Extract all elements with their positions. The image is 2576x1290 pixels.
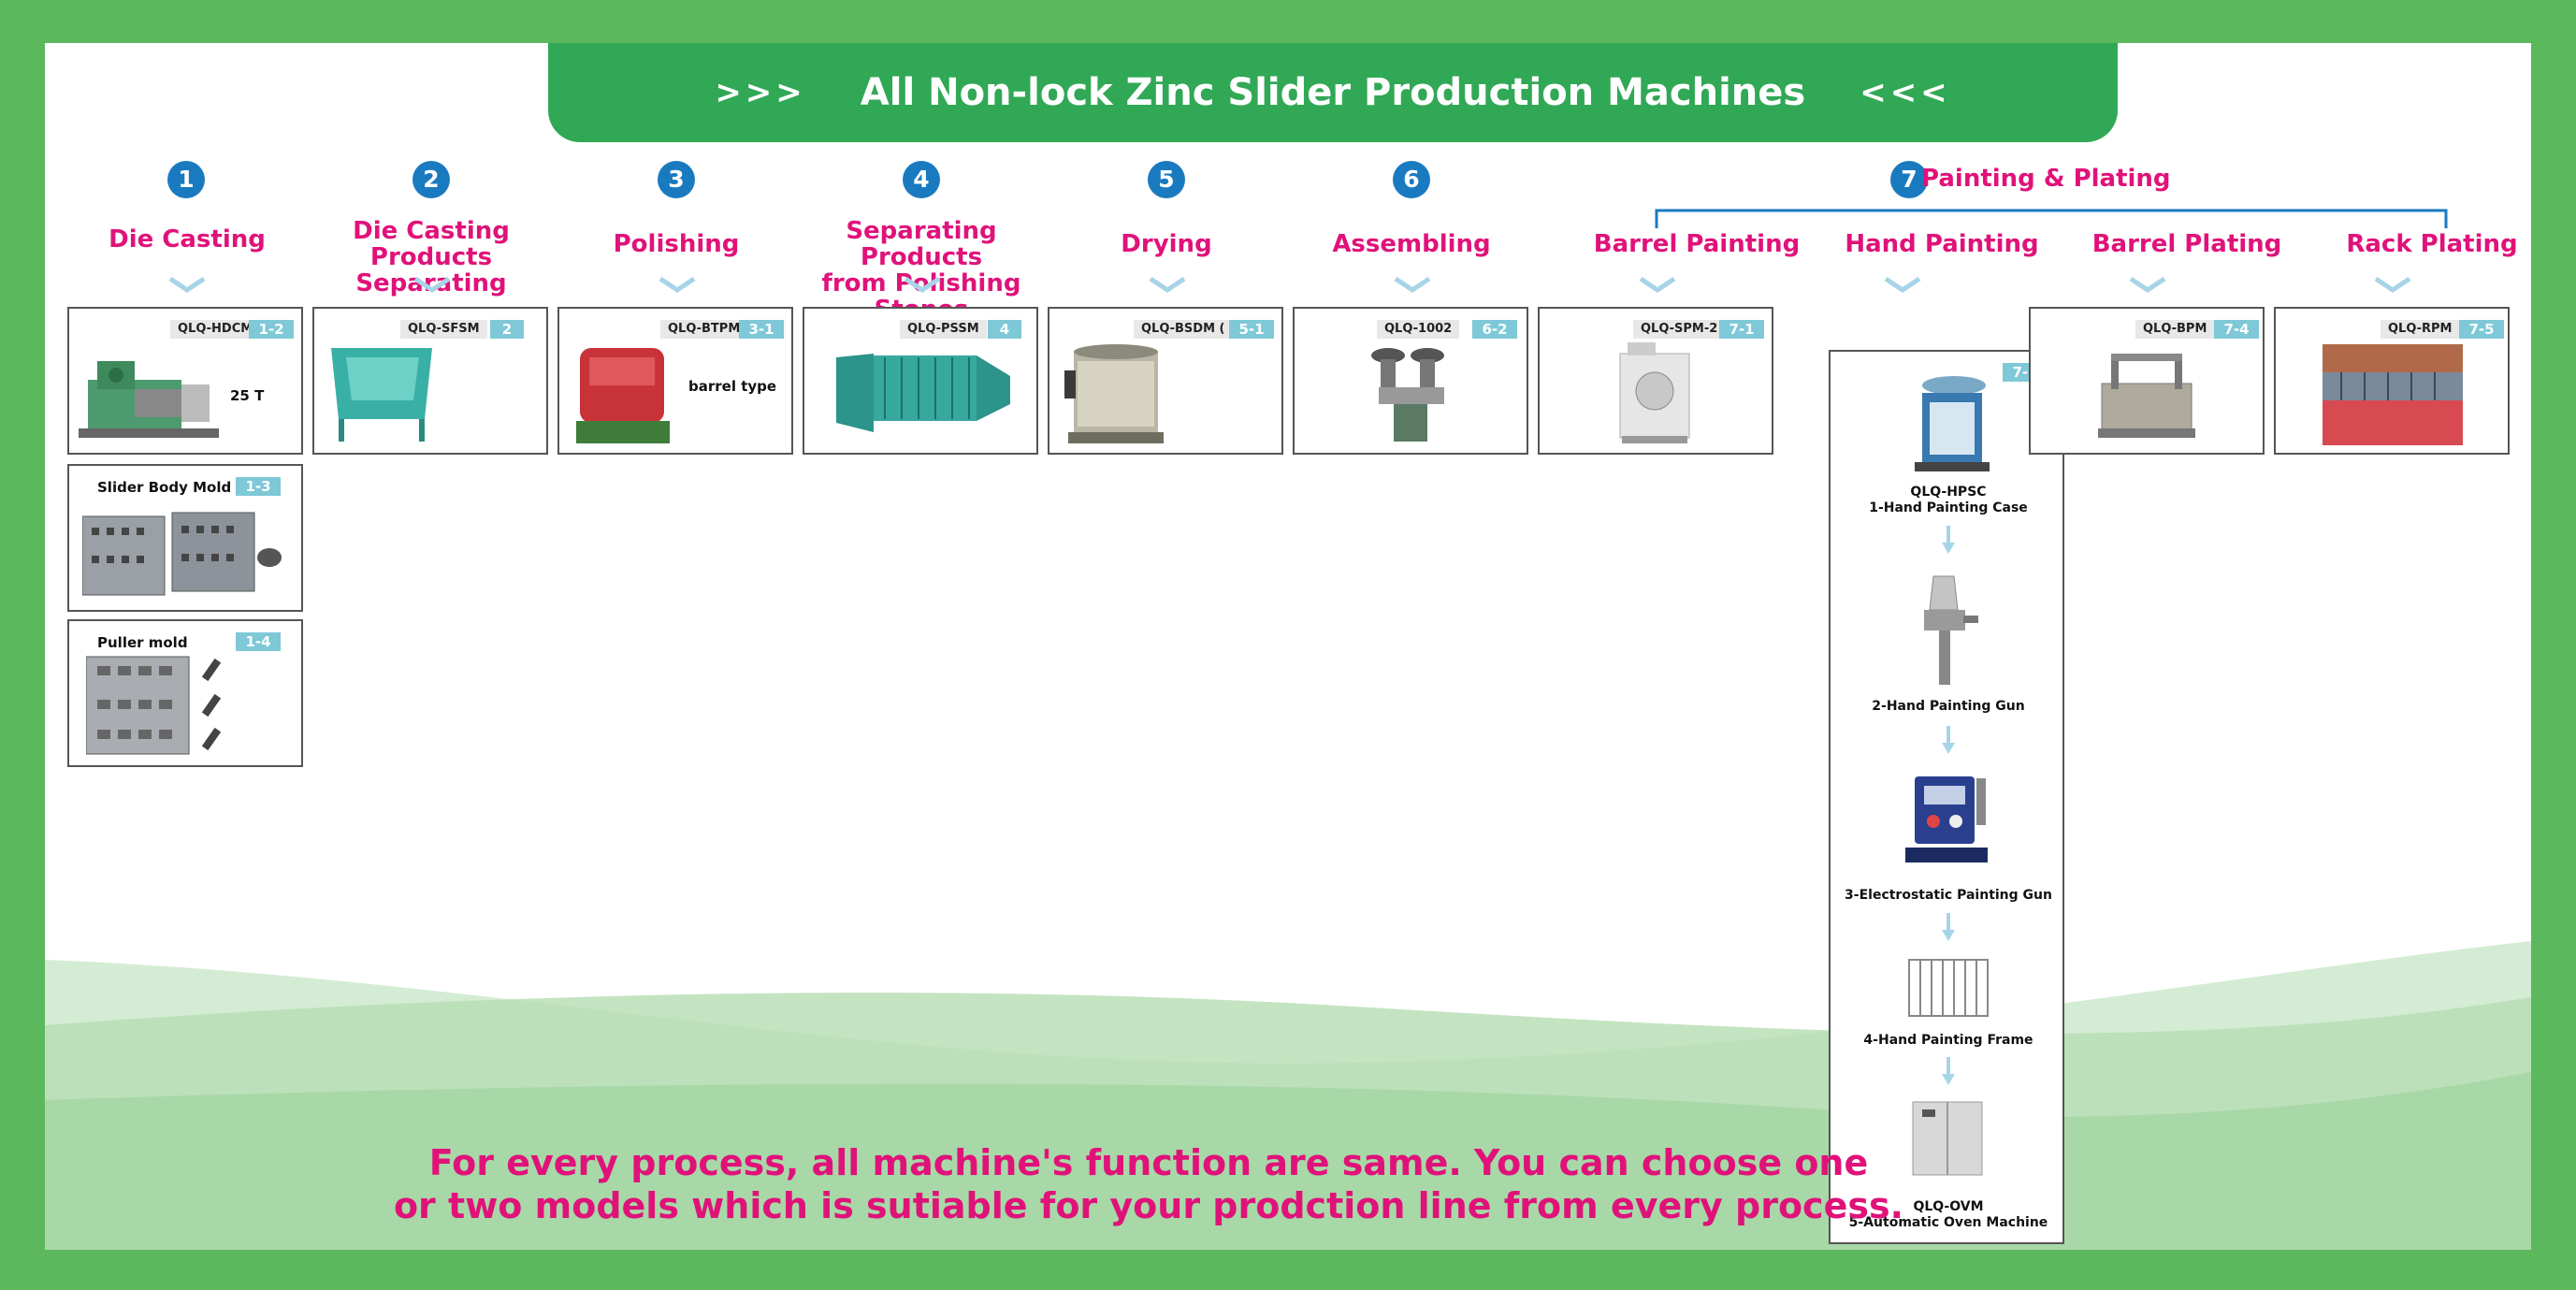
hand-item-5-model: QLQ-OVM <box>1913 1199 1984 1214</box>
step-title: Die Casting Products Separating <box>353 217 510 297</box>
step-number: 5 <box>1148 161 1185 198</box>
sub-step-barrel-plating: Barrel Plating <box>2091 230 2282 258</box>
left-chevrons: >>> <box>715 74 806 111</box>
header-bar: >>> All Non-lock Zinc Slider Production … <box>548 43 2118 142</box>
chevron-down-icon <box>1394 277 1431 294</box>
model-label: Puller mold <box>97 634 188 651</box>
painting-booth-image <box>1915 376 1990 471</box>
sub-step-hand-painting: Hand Painting <box>1845 230 2039 258</box>
code-badge: 7-5 <box>2459 320 2504 339</box>
barrel-painting-machine-image <box>1619 342 1690 443</box>
code-badge: 2 <box>490 320 524 339</box>
assembly-machine-image <box>1371 348 1444 442</box>
code-badge: 1-2 <box>249 320 294 339</box>
machine-card-die-casting[interactable]: QLQ-HDCM 1-2 25 T <box>67 307 303 455</box>
chevron-down-icon <box>1639 277 1676 294</box>
machine-card-barrel-plating[interactable]: QLQ-BPM 7-4 <box>2029 307 2265 455</box>
arrow-down-icon <box>1942 913 1955 941</box>
model-label: QLQ-PSSM <box>900 320 987 339</box>
machine-card-drying[interactable]: QLQ-BSDM ( A ) 5-1 <box>1048 307 1283 455</box>
tonnage-note: 25 T <box>230 387 265 404</box>
machine-card-assembling[interactable]: QLQ-1002 6-2 <box>1293 307 1528 455</box>
chevron-down-icon <box>904 277 941 294</box>
hand-item-1-model: QLQ-HPSC <box>1910 485 1987 500</box>
code-badge: 1-3 <box>236 477 281 496</box>
step-title: Painting & Plating <box>1921 165 2171 193</box>
model-label: Slider Body Mold <box>97 479 232 496</box>
model-label: QLQ-SPM-2 <box>1633 320 1726 339</box>
chevron-down-icon <box>1884 277 1921 294</box>
machine-card-puller-mold[interactable]: Puller mold 1-4 <box>67 619 303 767</box>
code-badge: 1-4 <box>236 632 281 651</box>
hand-item-4-label: 4-Hand Painting Frame <box>1863 1033 2033 1048</box>
model-label: QLQ-BTPM <box>660 320 748 339</box>
model-label: QLQ-BSDM ( A ) <box>1134 320 1256 339</box>
model-label: QLQ-SFSM <box>400 320 487 339</box>
electrostatic-gun-image <box>1905 776 1988 862</box>
chevron-down-icon <box>658 277 696 294</box>
hand-item-2-label: 2-Hand Painting Gun <box>1872 699 2025 714</box>
chevron-down-icon <box>2374 277 2411 294</box>
step-number: 3 <box>658 161 695 198</box>
hand-painting-card[interactable]: 7-3 QLQ-HPSC 1-Hand Painting Case 2-Hand… <box>1829 350 2064 1244</box>
model-label: QLQ-HDCM <box>170 320 261 339</box>
rack-plating-line-image <box>2323 344 2463 445</box>
sub-step-barrel-painting: Barrel Painting <box>1593 230 1801 258</box>
type-note: barrel type <box>688 378 777 395</box>
poster-frame: >>> All Non-lock Zinc Slider Production … <box>45 43 2531 1250</box>
painting-frame-image <box>1908 959 1989 1017</box>
code-badge: 7-1 <box>1719 320 1764 339</box>
model-label: QLQ-BPM <box>2135 320 2215 339</box>
step-number: 6 <box>1393 161 1430 198</box>
chevron-down-icon <box>413 277 451 294</box>
hand-item-1-label: 1-Hand Painting Case <box>1869 500 2028 515</box>
model-label: QLQ-RPM <box>2381 320 2460 339</box>
step-title: Die Casting <box>109 225 266 254</box>
step-title: Drying <box>1121 230 1212 258</box>
code-badge: 5-1 <box>1229 320 1274 339</box>
chevron-down-icon <box>1149 277 1186 294</box>
step-number: 2 <box>412 161 450 198</box>
code-badge: 4 <box>988 320 1021 339</box>
step-number: 7 <box>1890 161 1928 198</box>
machine-card-polishing[interactable]: QLQ-BTPM 3-1 barrel type <box>557 307 793 455</box>
step-number: 4 <box>903 161 940 198</box>
painting-gun-image <box>1924 575 1978 685</box>
arrow-down-icon <box>1942 526 1955 554</box>
step-title: Assembling <box>1332 230 1491 258</box>
code-badge: 6-2 <box>1472 320 1517 339</box>
page-title: All Non-lock Zinc Slider Production Mach… <box>860 71 1806 114</box>
step-7-bracket <box>1655 209 2448 228</box>
code-badge: 3-1 <box>739 320 784 339</box>
machine-card-separating[interactable]: QLQ-SFSM 2 <box>312 307 548 455</box>
sub-step-rack-plating: Rack Plating <box>2346 230 2518 258</box>
puller-mold-image <box>86 656 222 755</box>
slider-body-mold-image <box>82 512 282 596</box>
arrow-down-icon <box>1942 1057 1955 1085</box>
machine-card-barrel-painting[interactable]: QLQ-SPM-2 7-1 <box>1538 307 1773 455</box>
screen-separator-image <box>836 354 1010 432</box>
hand-item-3-label: 3-Electrostatic Painting Gun <box>1845 888 2052 903</box>
step-number: 1 <box>167 161 205 198</box>
oven-machine-image <box>1912 1101 1983 1176</box>
separating-machine-image <box>331 348 432 442</box>
chevron-down-icon <box>168 277 206 294</box>
barrel-plating-machine-image <box>2098 354 2195 438</box>
machine-card-rack-plating[interactable]: QLQ-RPM 7-5 <box>2274 307 2510 455</box>
step-title: Polishing <box>613 230 740 258</box>
chevron-down-icon <box>2129 277 2166 294</box>
hand-item-5-label: 5-Automatic Oven Machine <box>1848 1215 2048 1230</box>
dryer-machine-image <box>1064 344 1164 443</box>
die-casting-machine-image <box>79 361 219 438</box>
model-label: QLQ-1002 <box>1377 320 1460 339</box>
footer-note: For every process, all machine's functio… <box>354 1141 1944 1227</box>
right-chevrons: <<< <box>1860 74 1951 111</box>
footer-line-1: For every process, all machine's functio… <box>428 1142 1869 1183</box>
footer-line-2: or two models which is sutiable for your… <box>393 1185 1904 1226</box>
code-badge: 7-4 <box>2214 320 2259 339</box>
arrow-down-icon <box>1942 726 1955 754</box>
machine-card-separating-stones[interactable]: QLQ-PSSM 4 <box>803 307 1038 455</box>
machine-card-slider-body-mold[interactable]: Slider Body Mold 1-3 <box>67 464 303 612</box>
polishing-machine-image <box>576 348 670 443</box>
